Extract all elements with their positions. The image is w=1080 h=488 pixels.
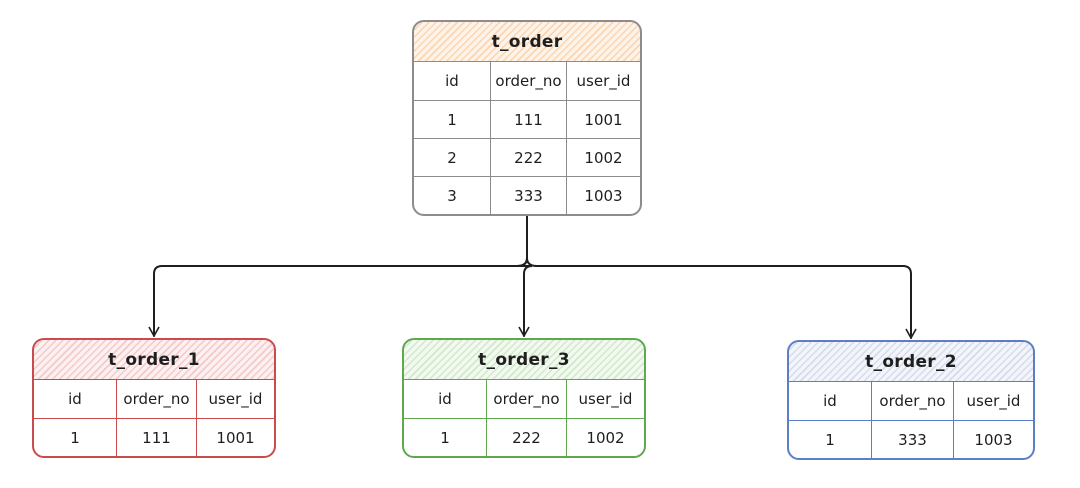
column-header: id [823,392,837,410]
column-header: id [68,390,82,408]
table-cell: 1002 [566,419,644,456]
table-cell: 3 [447,186,457,205]
table-cell: 1 [70,428,80,447]
table-title: t_order_2 [789,342,1033,382]
column-header: id [445,72,459,90]
table-title: t_order_3 [404,340,644,380]
table-cell: 333 [490,177,566,214]
table-title: t_order [414,22,640,62]
table-cell: 111 [116,419,196,456]
column-header: order_no [871,382,953,420]
table-cell: 2 [447,148,457,167]
column-header: order_no [486,380,566,418]
column-header: order_no [116,380,196,418]
table-cell: 1002 [566,139,640,176]
table-cell: 111 [490,101,566,138]
table-title: t_order_1 [34,340,274,380]
table-cell: 1003 [566,177,640,214]
table-cell: 1 [447,110,457,129]
column-header: id [438,390,452,408]
connector-arrow-t-order-3 [516,215,533,337]
table-cell: 1001 [196,419,274,456]
column-header: user_id [953,382,1033,420]
column-header: user_id [566,62,640,100]
table-cell: 1001 [566,101,640,138]
table-cell: 1003 [953,421,1033,458]
column-header: order_no [490,62,566,100]
column-header: user_id [566,380,644,418]
column-header: user_id [196,380,274,418]
table-cell: 1 [825,430,835,449]
connector-arrow-t-order-1 [148,215,528,337]
connector-arrow-t-order-2 [526,215,917,339]
connector-group [148,215,917,339]
table-cell: 222 [490,139,566,176]
table-cell: 333 [871,421,953,458]
table-cell: 1 [440,428,450,447]
table-cell: 222 [486,419,566,456]
